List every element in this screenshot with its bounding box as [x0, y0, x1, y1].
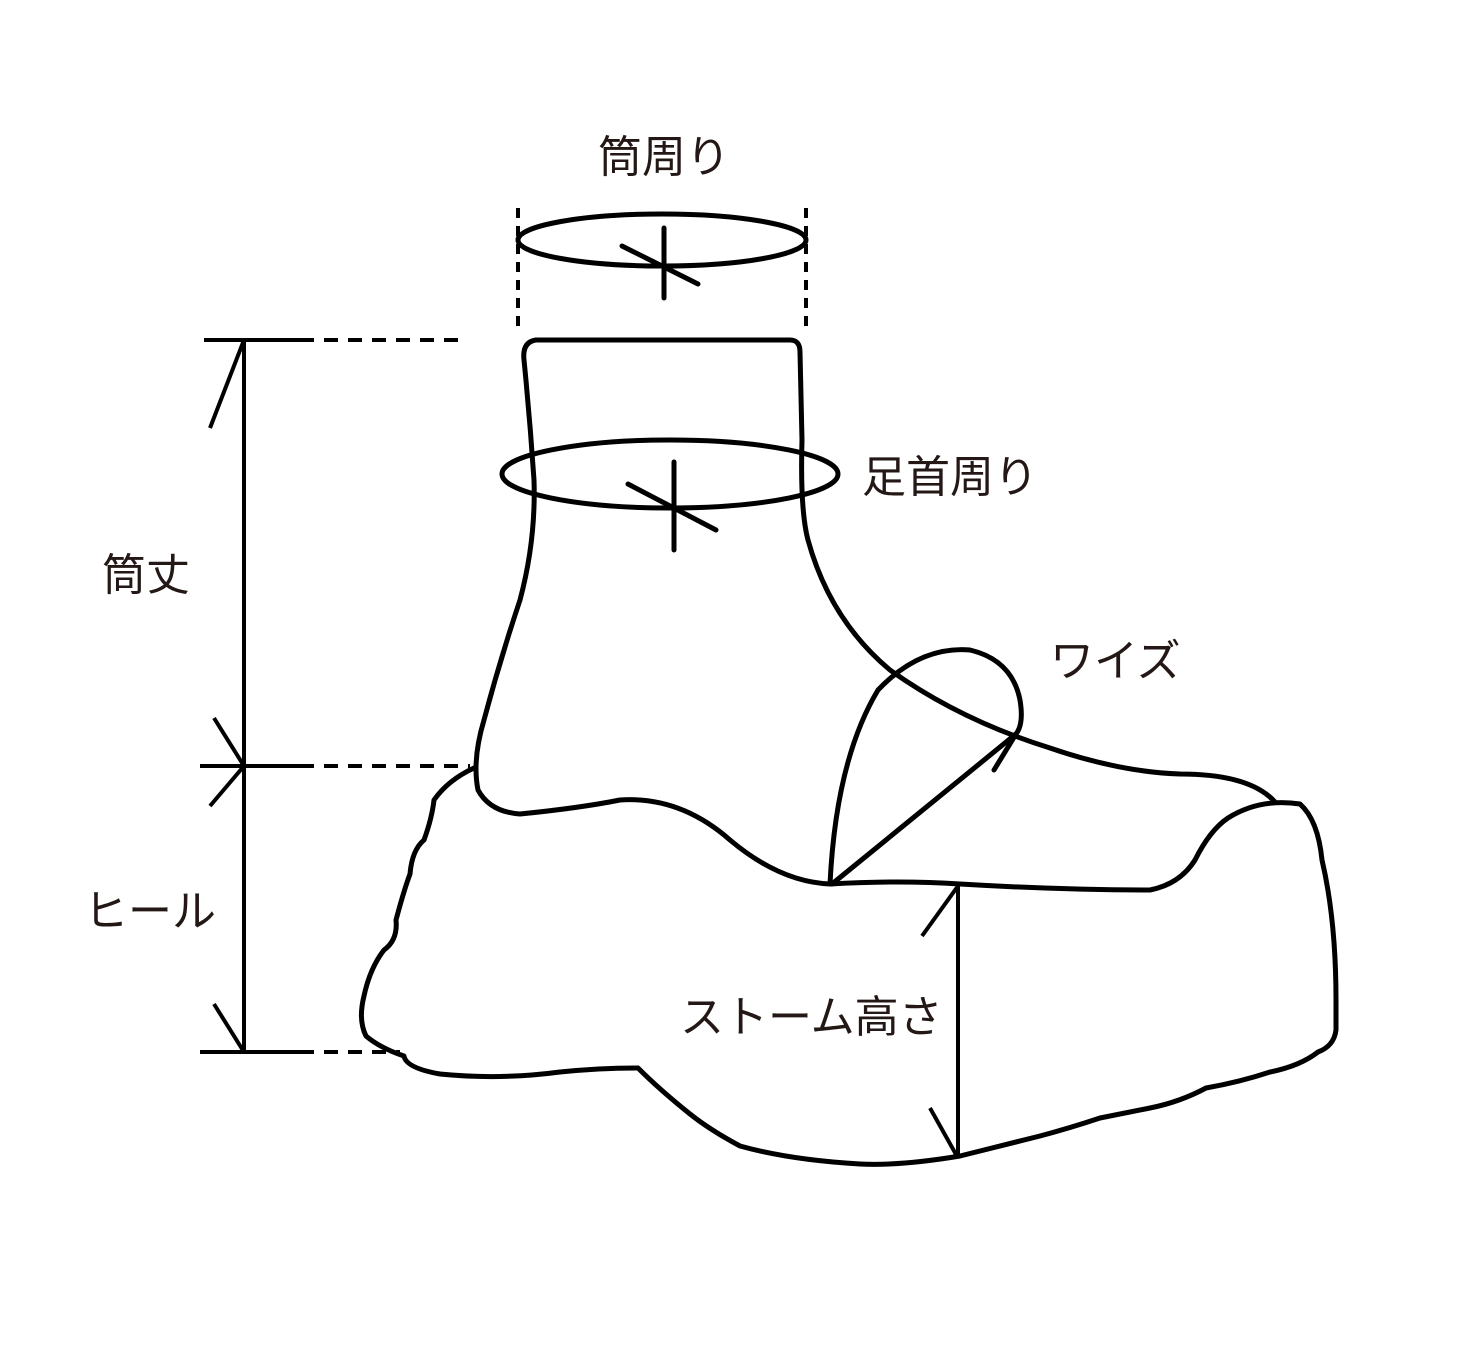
platform-bottom-arrowhead: [928, 1107, 960, 1159]
shaft-circumference-label: 筒周り: [598, 132, 730, 183]
ankle-circumference-marker: [499, 437, 841, 553]
heel-label: ヒール: [84, 886, 216, 937]
shaft-circumference-marker: [515, 208, 809, 326]
shaft-height-label: 筒丈: [102, 550, 190, 601]
width-loop: [827, 647, 1024, 887]
boot-upper-outline: [533, 337, 1278, 805]
heel-dimension: [200, 764, 470, 1054]
platform-height-dimension: [920, 884, 960, 1159]
width-marker: [827, 647, 1024, 887]
ankle-ellipse: [499, 437, 841, 511]
shaft-tick-diagonal: [619, 243, 701, 287]
shaft-height-dimension: [204, 338, 460, 768]
ankle-tick-diagonal: [625, 481, 719, 533]
ankle-circumference-label: 足首周り: [862, 452, 1038, 503]
width-arrow-shaft: [829, 731, 1019, 887]
width-label: ワイズ: [1050, 636, 1181, 687]
shaft-bottom-arrowhead: [212, 716, 246, 768]
boot-back-outline: [473, 337, 833, 887]
heel-bottom-arrowhead: [212, 1002, 246, 1054]
platform-top-arrowhead: [920, 884, 960, 938]
width-arrowhead: [991, 731, 1019, 773]
heel-top-arrowhead: [208, 764, 246, 808]
shaft-top-arrowhead: [208, 339, 246, 429]
platform-height-label: ストーム高さ: [680, 992, 943, 1043]
platform-sole-top: [358, 765, 1339, 1167]
